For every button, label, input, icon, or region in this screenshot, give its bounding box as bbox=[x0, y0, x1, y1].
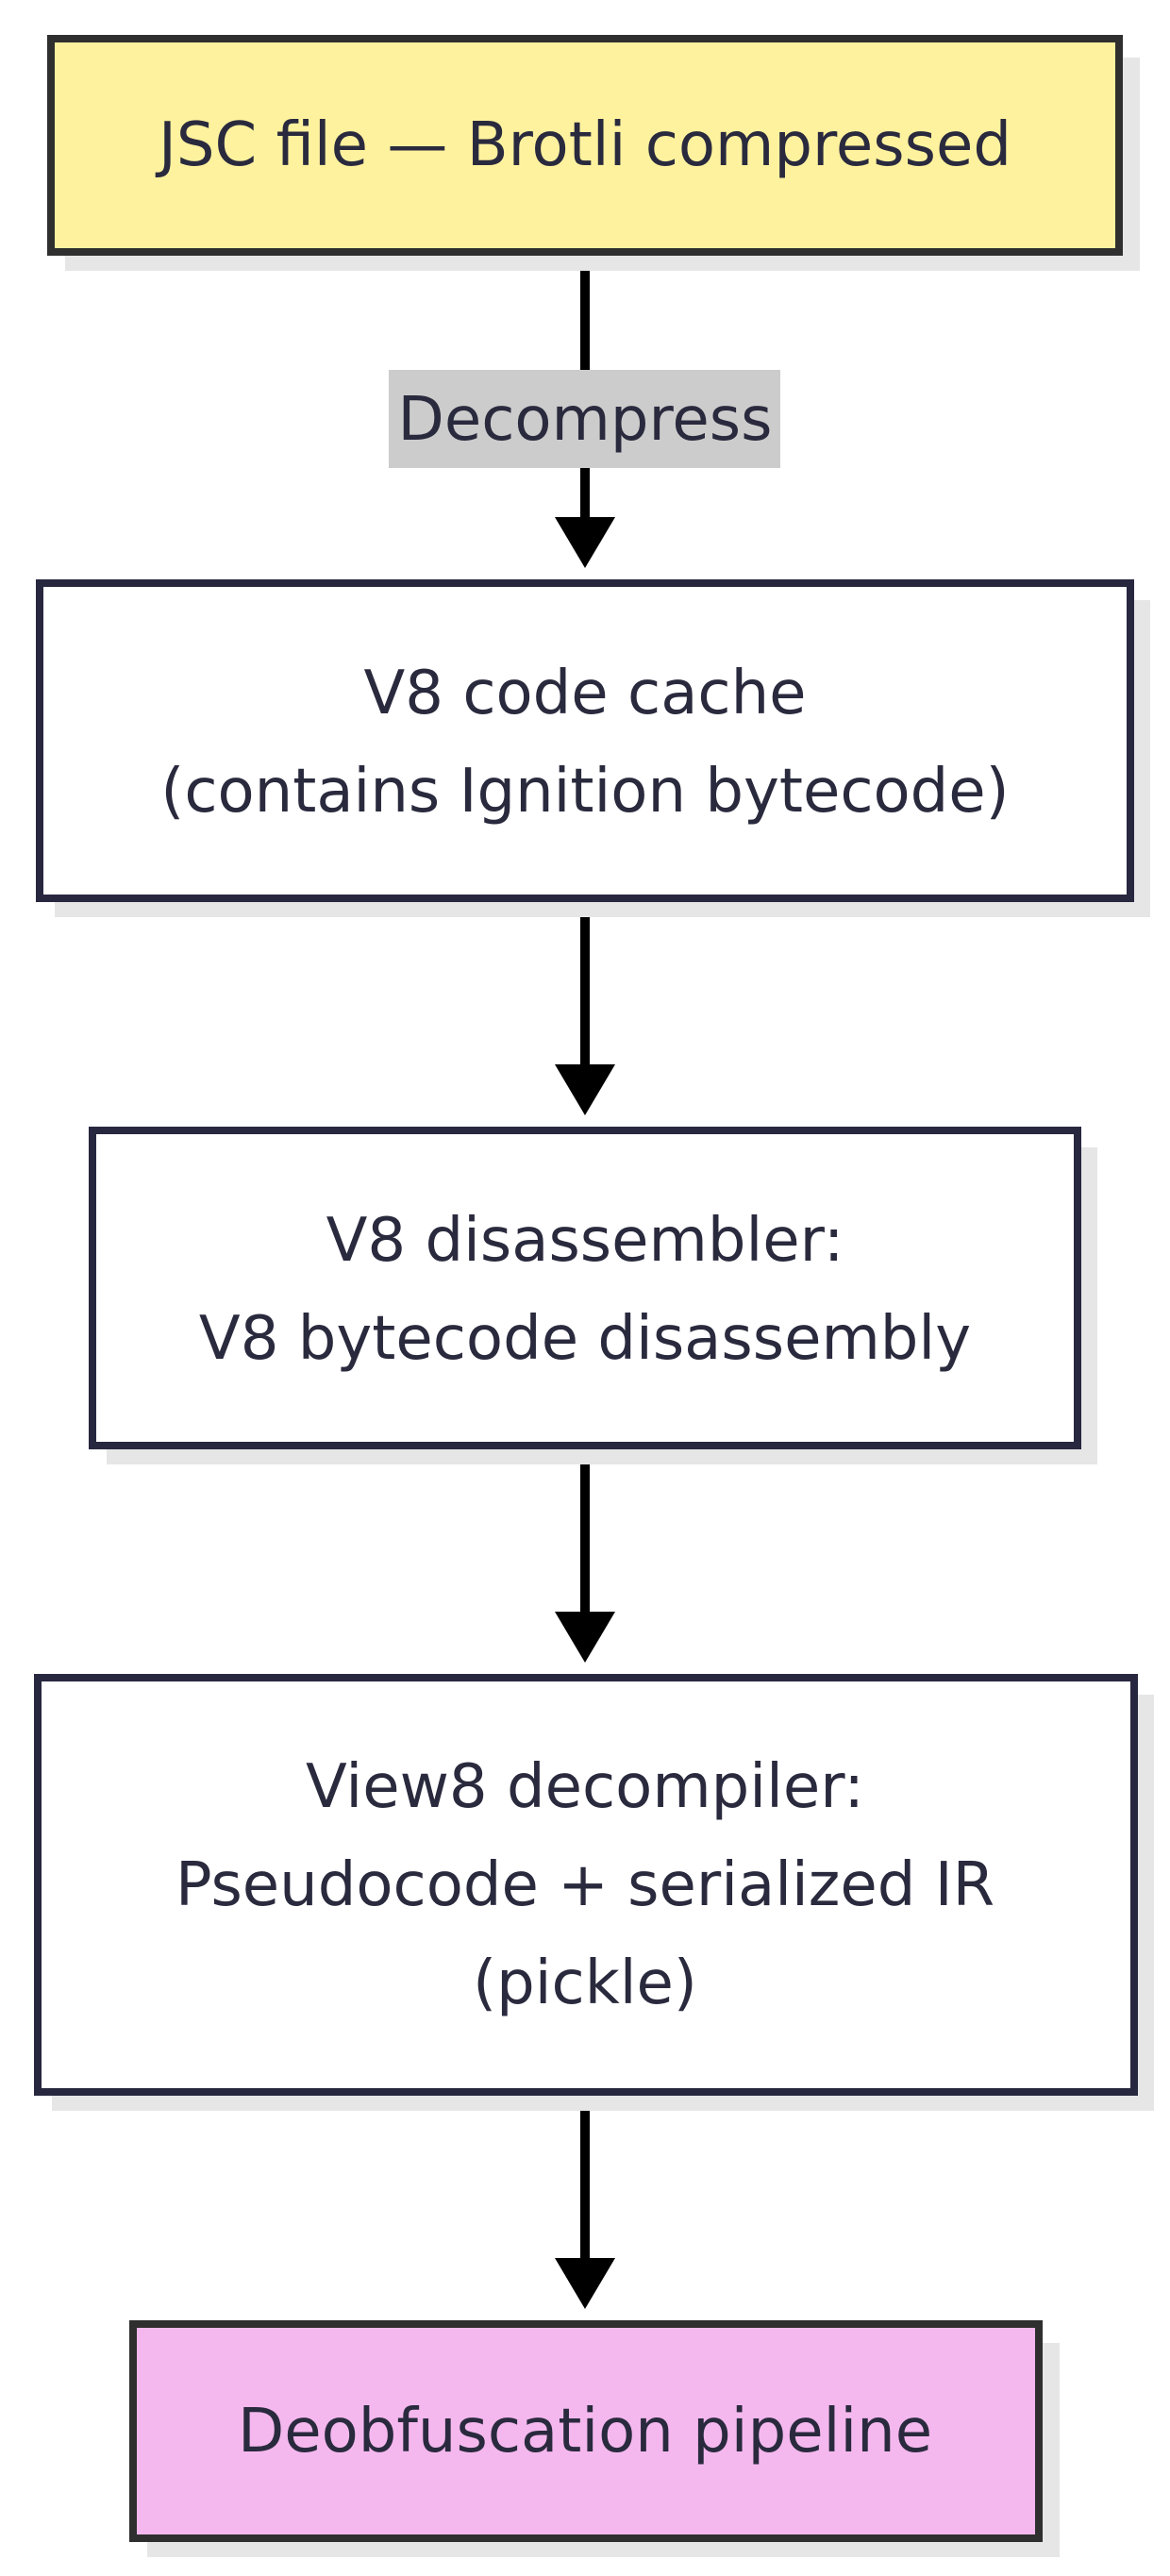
node-label-line: (pickle) bbox=[473, 1949, 697, 2018]
node-label-line: V8 code cache bbox=[363, 659, 806, 728]
nodes: JSC file — Brotli compressed V8 code cac… bbox=[34, 35, 1154, 2557]
node-label-line: V8 disassembler: bbox=[326, 1206, 844, 1276]
node-v8-code-cache: V8 code cache (contains Ignition bytecod… bbox=[36, 579, 1150, 917]
edge-label-decompress: Decompress bbox=[398, 385, 773, 455]
node-v8-disassembler: V8 disassembler: V8 bytecode disassembly bbox=[89, 1127, 1097, 1464]
node-box bbox=[36, 579, 1134, 902]
edge-decompiler-to-deobf bbox=[555, 2092, 615, 2309]
node-label-line: Pseudocode + serialized IR bbox=[176, 1850, 994, 1920]
node-label-line: View8 decompiler: bbox=[306, 1752, 864, 1822]
node-view8-decompiler: View8 decompiler: Pseudocode + serialize… bbox=[34, 1674, 1154, 2111]
edges: Decompress bbox=[389, 252, 780, 2309]
node-deobfuscation-pipeline: Deobfuscation pipeline bbox=[129, 2320, 1060, 2557]
node-label-line: V8 bytecode disassembly bbox=[199, 1304, 971, 1374]
node-box bbox=[89, 1127, 1081, 1449]
node-jsc-file: JSC file — Brotli compressed bbox=[47, 35, 1140, 271]
edge-disasm-to-decompiler bbox=[555, 1446, 615, 1663]
node-box bbox=[34, 1674, 1138, 2096]
node-label-line: JSC file — Brotli compressed bbox=[155, 110, 1011, 180]
edge-jsc-to-cache: Decompress bbox=[389, 252, 780, 568]
node-label-line: Deobfuscation pipeline bbox=[238, 2397, 932, 2467]
node-label-line: (contains Ignition bytecode) bbox=[160, 757, 1009, 827]
edge-label-bg bbox=[389, 370, 780, 468]
node-box bbox=[129, 2320, 1043, 2542]
node-box bbox=[47, 35, 1123, 256]
edge-cache-to-disasm bbox=[555, 898, 615, 1115]
